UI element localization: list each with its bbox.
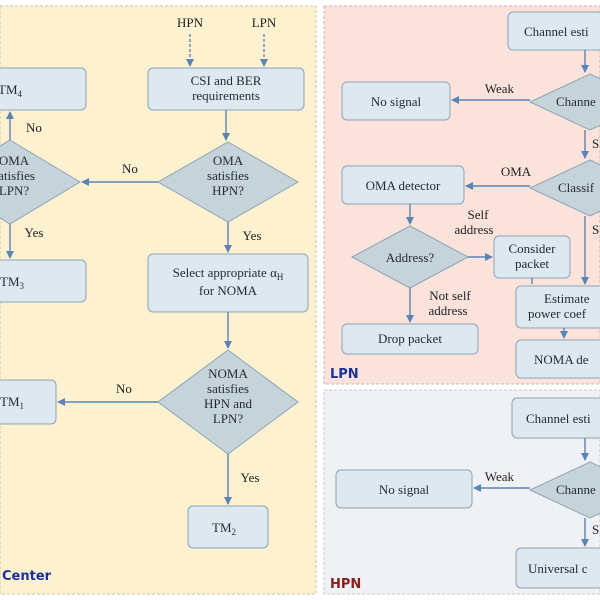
yes-label-select: Yes [243, 228, 262, 243]
lpn-no-signal-box [341, 81, 451, 121]
hpn-universal-text: Universal c [528, 561, 588, 576]
lpn-oma-detector-box [341, 165, 465, 205]
oma-lpn-text: OMAsatisfiesLPN? [0, 153, 35, 198]
yes-label-tm3: Yes [25, 225, 44, 240]
lpn-drop-packet-text: Drop packet [378, 331, 442, 346]
lpn-s1-label: S [592, 136, 599, 151]
tm4-text: TM4 [0, 82, 23, 99]
center-panel-title: Center [2, 569, 52, 584]
lpn-oma-detector-text: OMA detector [366, 178, 441, 193]
tm2-box [187, 505, 269, 549]
lpn-classify-text: Classif [558, 180, 595, 195]
lpn-channel-est-text: Channel esti [524, 24, 589, 39]
lpn-no-signal-text: No signal [371, 94, 422, 109]
hpn-channel-est-box [511, 397, 600, 439]
lpn-drop-packet-box [341, 323, 479, 355]
hpn-weak-label: Weak [485, 469, 515, 484]
no-label-tm4: No [26, 120, 42, 135]
hpn-input-label: HPN [177, 15, 204, 30]
hpn-no-signal-text: No signal [379, 482, 430, 497]
hpn-s-label: S [592, 522, 599, 537]
lpn-s2-label: S [592, 222, 599, 237]
lpn-panel-title: LPN [330, 367, 359, 382]
lpn-channel-est-box [507, 11, 600, 51]
yes-label-tm2: Yes [241, 470, 260, 485]
lpn-classify-diamond [528, 159, 600, 217]
lpn-noma-det-text: NOMA de [534, 352, 589, 367]
lpn-noma-det-box [515, 339, 600, 379]
hpn-no-signal-box [335, 469, 473, 509]
no-label-noma: No [116, 381, 132, 396]
lpn-address-text: Address? [386, 250, 435, 265]
lpn-oma-label: OMA [501, 164, 532, 179]
lpn-input-label: LPN [252, 15, 277, 30]
tm3-box [0, 259, 87, 303]
lpn-channel-diamond [528, 73, 600, 131]
tm1-box [0, 379, 57, 425]
hpn-panel-title: HPN [330, 577, 361, 592]
hpn-channel-est-text: Channel esti [526, 411, 591, 426]
hpn-channel-dec-text: Channe [556, 482, 596, 497]
tm4-box [0, 67, 87, 111]
tm2-text: TM2 [212, 520, 236, 537]
lpn-channel-dec-text: Channe [556, 94, 596, 109]
hpn-channel-diamond [528, 461, 600, 519]
lpn-weak-label: Weak [485, 81, 515, 96]
tm1-text: TM1 [0, 394, 24, 411]
no-label-oma-hpn: No [122, 161, 138, 176]
tm3-text: TM3 [0, 274, 25, 291]
hpn-universal-box [515, 547, 600, 589]
